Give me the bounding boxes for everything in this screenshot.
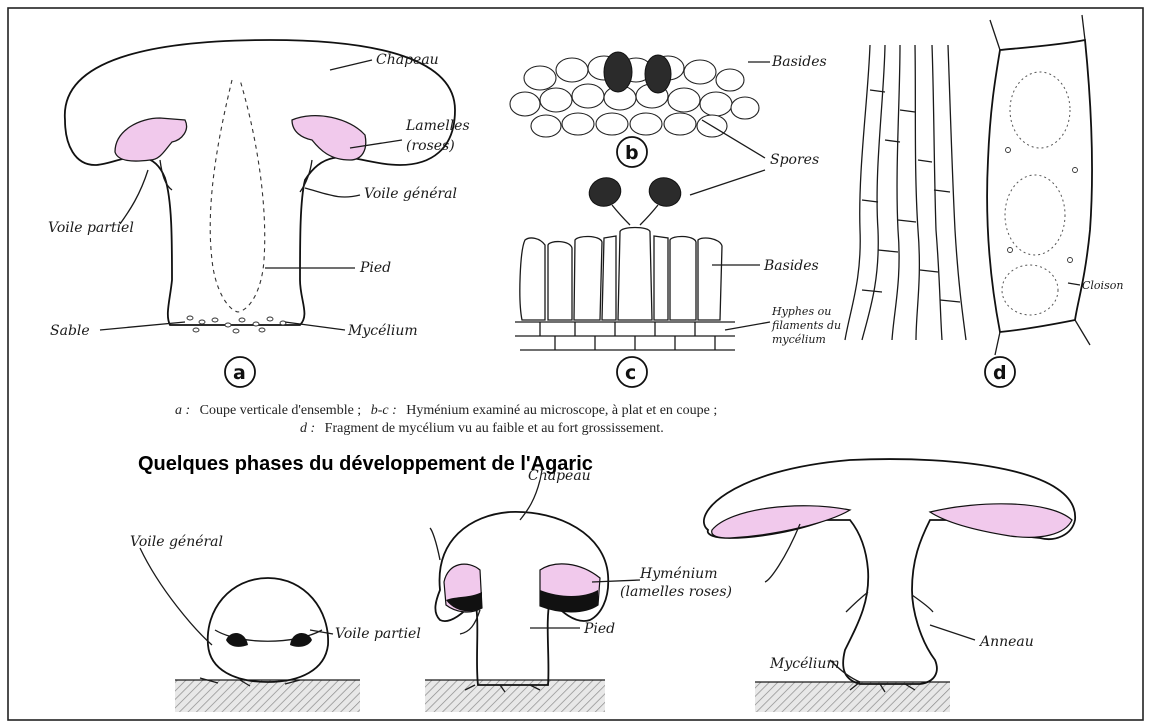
spore-3 <box>585 173 625 210</box>
panel-d-mycelium: Cloison d <box>845 15 1123 387</box>
hyphae-low-mag <box>845 45 966 340</box>
label-mycelium: Mycélium <box>347 323 418 339</box>
label-sable: Sable <box>50 323 90 339</box>
label-hyphes-1: Hyphes ou <box>771 305 831 318</box>
label-spores: Spores <box>770 152 819 168</box>
letter-a: a <box>233 362 246 384</box>
label-hyphes-3: mycélium <box>772 333 826 346</box>
label-hyphes-2: filaments du <box>771 319 841 332</box>
label-chapeau: Chapeau <box>376 52 439 68</box>
spore-4 <box>645 173 685 210</box>
gills-right <box>292 116 366 160</box>
caption-line-1: a : Coupe verticale d'ensemble ; b-c : H… <box>175 403 717 418</box>
label-lamelles-roses-phase: (lamelles roses) <box>620 584 732 600</box>
label-lamelles: Lamelles <box>405 118 470 134</box>
phase-3-mature-stage: Anneau Mycélium <box>704 459 1075 712</box>
phase-1-button-stage: Voile général Voile partiel <box>130 534 421 712</box>
panel-a-section: Chapeau Lamelles (roses) Voile général V… <box>48 40 470 387</box>
label-basides-c: Basides <box>763 258 819 274</box>
label-chapeau-phase: Chapeau <box>528 468 591 484</box>
cell-cluster <box>510 56 759 137</box>
phase-2-young-stage: Chapeau Hyménium (lamelles roses) Pied <box>425 468 732 712</box>
gills-left <box>115 118 187 161</box>
label-voile-partiel-phase: Voile partiel <box>335 626 421 642</box>
caption-line-2: d : Fragment de mycélium vu au faible et… <box>300 421 664 436</box>
label-basides-b: Basides <box>771 54 827 70</box>
letter-c: c <box>625 362 636 384</box>
spore-2 <box>645 55 671 93</box>
panel-b-hymenium-flat: Basides b Spores <box>510 52 827 195</box>
hypha-high-mag <box>987 15 1092 355</box>
letter-d: d <box>993 362 1007 384</box>
label-voile-partiel: Voile partiel <box>48 220 134 236</box>
label-hymenium: Hyménium <box>639 566 717 582</box>
section-title: Quelques phases du développement de l'Ag… <box>138 453 593 475</box>
label-pied: Pied <box>359 260 391 276</box>
label-voile-general: Voile général <box>364 186 457 202</box>
label-lamelles-roses: (roses) <box>406 138 455 154</box>
label-voile-general-phase: Voile général <box>130 534 223 550</box>
letter-b: b <box>625 142 639 164</box>
label-mycelium-phase: Mycélium <box>769 656 840 672</box>
figure-caption: a : Coupe verticale d'ensemble ; b-c : H… <box>175 403 717 436</box>
label-cloison: Cloison <box>1082 279 1123 292</box>
panel-c-hymenium-section: Basides Hyphes ou filaments du mycélium … <box>515 173 841 387</box>
label-anneau: Anneau <box>978 634 1034 650</box>
spore-1 <box>604 52 632 92</box>
label-pied-phase: Pied <box>583 621 615 637</box>
